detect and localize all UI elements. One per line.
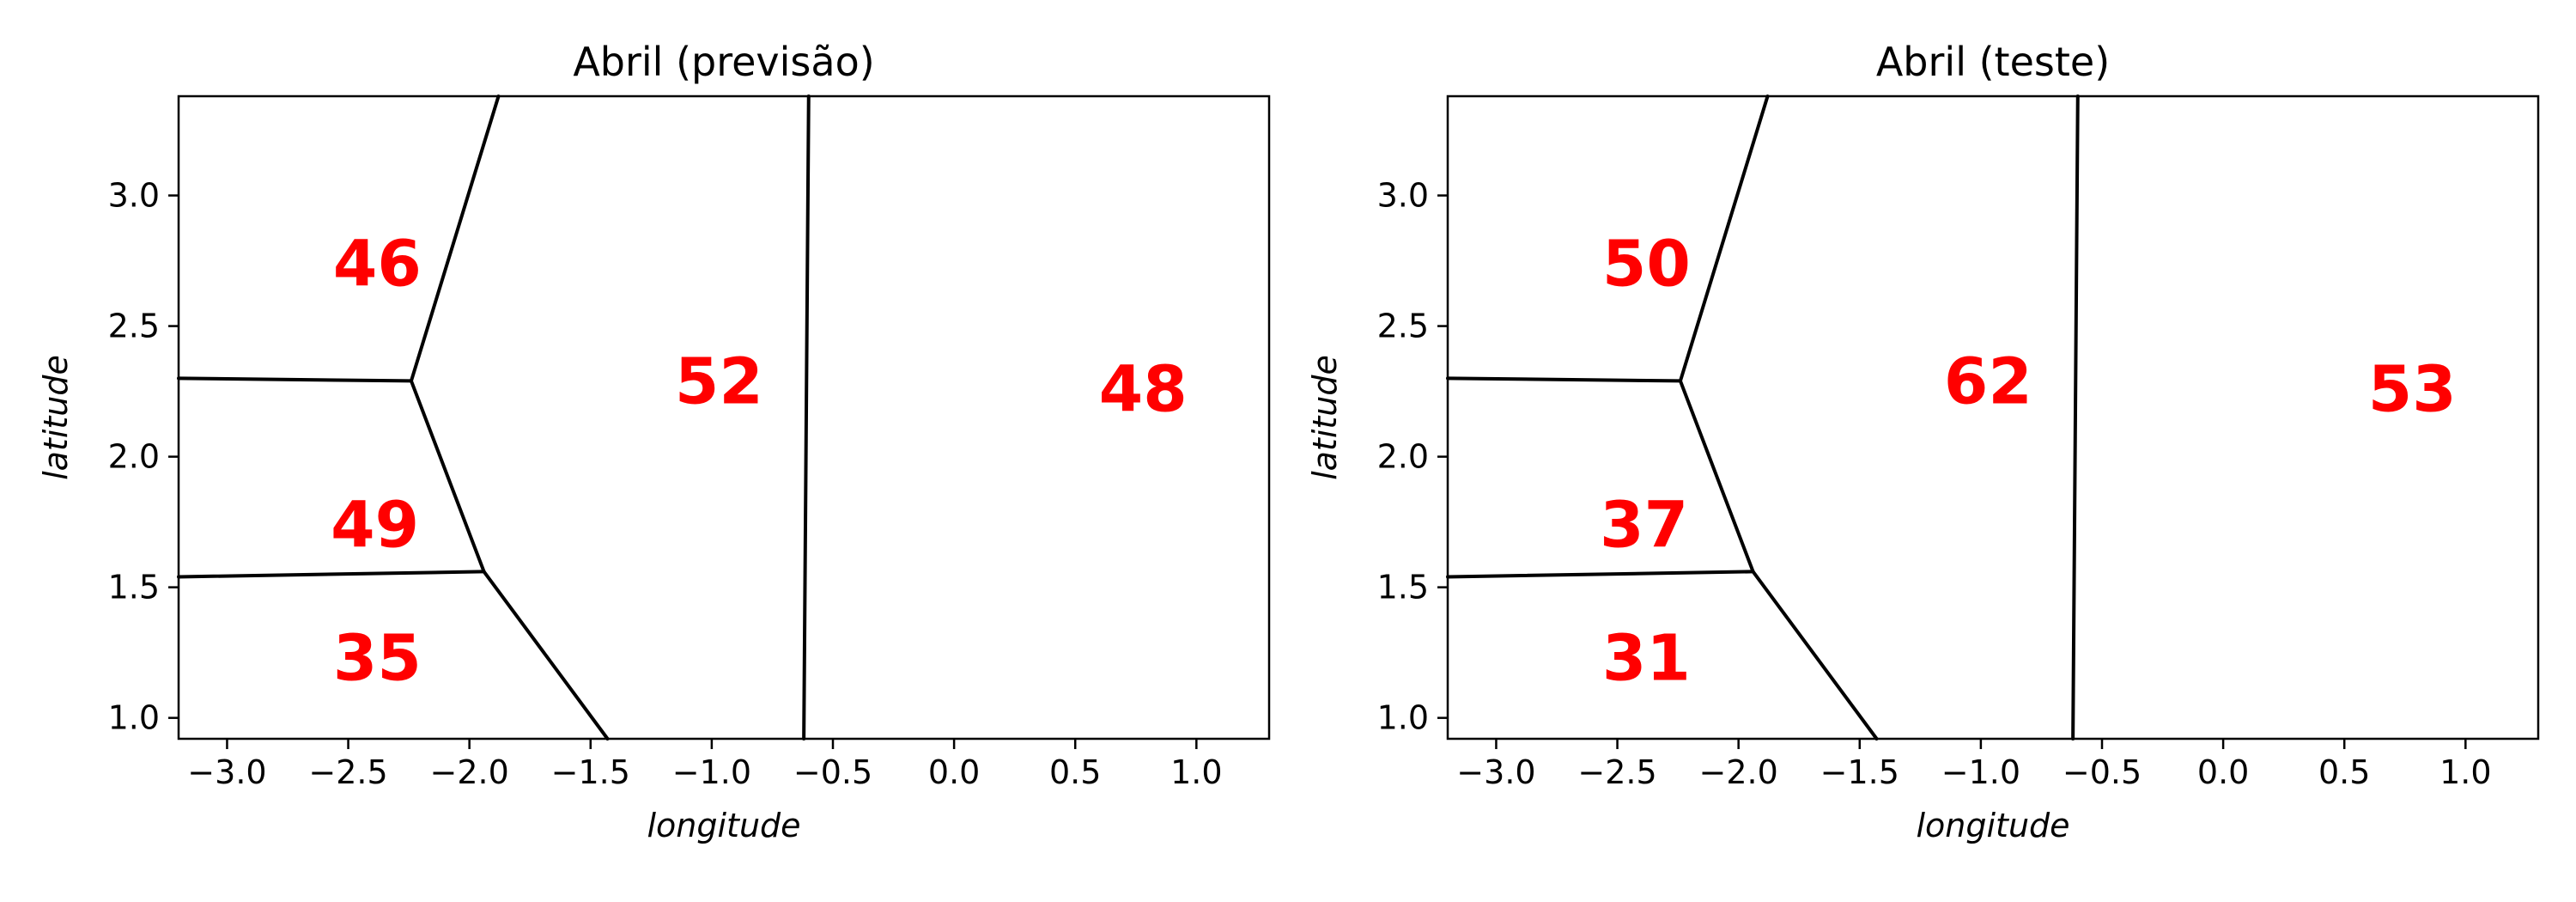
x-tick-label: −3.0	[1456, 753, 1535, 791]
chart-panel-1: −3.0 −2.5 −2.0 −1.5 −1.0 −0.5 0.0 0.5 1.0 1.0 1.5 2…	[37, 39, 1271, 844]
y-tick-label: 3.0	[108, 177, 160, 215]
chart-title: Abril (previsão)	[573, 39, 874, 85]
region-value-label: 48	[1099, 353, 1188, 427]
y-tick-label: 1.0	[1377, 699, 1429, 737]
x-tick-label: 1.0	[2439, 753, 2491, 791]
region-value-label: 35	[333, 622, 422, 696]
y-axis-label: latitude	[37, 355, 75, 480]
x-tick-label: −2.5	[1577, 753, 1656, 791]
region-edge	[1446, 570, 1755, 579]
region-edge	[2071, 94, 2080, 740]
x-tick-label: −0.5	[2063, 753, 2142, 791]
x-tick-label: −1.5	[551, 753, 630, 791]
x-tick-label: 0.5	[1049, 753, 1101, 791]
y-tick-label: 3.0	[1377, 177, 1429, 215]
region-edge	[409, 94, 501, 383]
x-tick-label: −2.0	[430, 753, 509, 791]
x-axis-label: longitude	[647, 807, 800, 844]
region-edge	[1678, 94, 1770, 383]
x-tick-label: −1.5	[1820, 753, 1899, 791]
region-edge	[1446, 376, 1682, 383]
x-tick-label: −1.0	[672, 753, 751, 791]
x-tick-label: 0.5	[2318, 753, 2370, 791]
x-tick-label: −0.5	[793, 753, 872, 791]
y-tick-label: 1.5	[1377, 569, 1429, 606]
y-tick-label: 1.5	[108, 569, 160, 606]
region-value-label: 31	[1602, 622, 1691, 696]
region-value-label: 50	[1602, 228, 1691, 302]
region-edge	[482, 570, 610, 740]
region-value-label: 62	[1944, 344, 2032, 418]
axes-frame	[1446, 94, 2540, 740]
region-value-label: 49	[331, 489, 419, 563]
y-tick-label: 2.0	[108, 438, 160, 476]
region-edge	[177, 570, 486, 579]
chart-title: Abril (teste)	[1876, 39, 2110, 85]
x-tick-label: 0.0	[928, 753, 980, 791]
x-tick-label: −1.0	[1941, 753, 2020, 791]
y-tick-label: 2.5	[1377, 308, 1429, 345]
y-tick-label: 2.0	[1377, 438, 1429, 476]
x-tick-label: 1.0	[1170, 753, 1222, 791]
y-tick-label: 1.0	[108, 699, 160, 737]
x-tick-label: −3.0	[187, 753, 266, 791]
x-tick-label: −2.0	[1699, 753, 1778, 791]
region-edge	[802, 94, 811, 740]
region-edge	[177, 376, 413, 383]
region-value-label: 53	[2368, 353, 2457, 427]
region-edge	[1751, 570, 1879, 740]
region-value-label: 52	[675, 344, 763, 418]
region-edge	[409, 379, 486, 574]
region-edge	[1678, 379, 1755, 574]
chart-panel-2: −3.0 −2.5 −2.0 −1.5 −1.0 −0.5 0.0 0.5 1.0 1.0 1.5 2…	[1306, 39, 2540, 844]
x-tick-label: −2.5	[308, 753, 387, 791]
axes-frame	[177, 94, 1271, 740]
x-tick-label: 0.0	[2197, 753, 2249, 791]
x-axis-label: longitude	[1916, 807, 2069, 844]
region-value-label: 46	[333, 228, 422, 302]
y-axis-label: latitude	[1306, 355, 1344, 480]
region-value-label: 37	[1600, 489, 1688, 563]
y-tick-label: 2.5	[108, 308, 160, 345]
